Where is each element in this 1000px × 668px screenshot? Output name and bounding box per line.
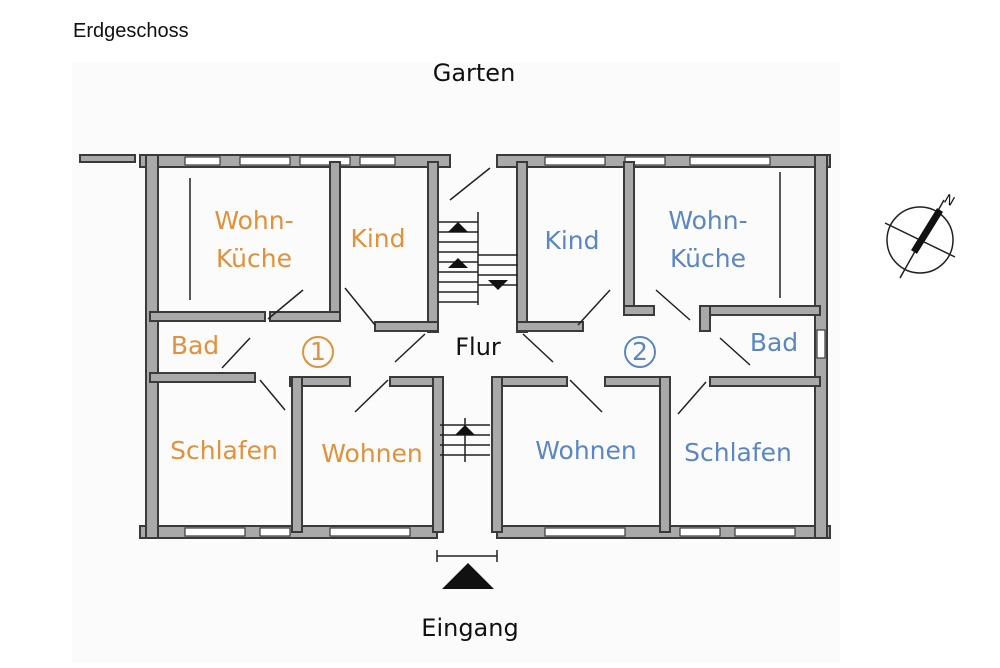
wall-stub-left xyxy=(79,154,136,163)
entrance-marker xyxy=(436,550,498,589)
compass-north-label: N xyxy=(941,192,957,210)
door xyxy=(221,337,251,369)
room-wohnkueche-1-line2: Küche xyxy=(216,244,292,273)
wall xyxy=(659,376,671,533)
windows xyxy=(184,156,826,537)
window xyxy=(184,527,246,537)
window xyxy=(679,527,721,537)
unit-1-number: 1 xyxy=(310,337,326,366)
wall xyxy=(623,305,655,316)
door xyxy=(344,287,376,326)
unit-2-badge xyxy=(624,336,656,368)
wall xyxy=(149,372,256,383)
window xyxy=(359,156,396,166)
room-wohnkueche-1-line1: Wohn- xyxy=(214,206,293,235)
room-wohnkueche-2-line1: Wohn- xyxy=(668,206,747,235)
stair-up-arrow-icon xyxy=(448,258,468,268)
wall xyxy=(516,161,528,333)
wall xyxy=(699,305,711,332)
unit-1: 1 Wohn- Küche Kind Bad Schlafen Wohnen xyxy=(170,206,423,468)
door xyxy=(577,289,611,326)
wall xyxy=(623,161,635,315)
door xyxy=(522,333,554,363)
unit-2: 2 Wohn- Küche Kind Bad Schlafen Wohnen xyxy=(535,206,798,467)
window xyxy=(544,156,606,166)
wall xyxy=(709,376,821,387)
wall xyxy=(699,305,821,316)
wall xyxy=(269,311,341,322)
page-title: Erdgeschoss xyxy=(73,20,189,42)
wall xyxy=(491,376,503,533)
wall-left xyxy=(145,154,159,539)
wall xyxy=(329,161,341,321)
window xyxy=(259,527,291,537)
wall xyxy=(427,161,439,333)
window xyxy=(544,527,626,537)
hall-label: Flur xyxy=(455,333,501,361)
interior-walls xyxy=(149,161,821,533)
staircase xyxy=(438,212,518,462)
stair-down-arrow-icon xyxy=(488,280,508,290)
doors xyxy=(189,167,781,415)
stair-up-arrow-icon xyxy=(455,425,475,435)
room-schlafen-1: Schlafen xyxy=(170,436,278,465)
window xyxy=(816,329,826,359)
entrance-arrow-icon xyxy=(442,563,494,589)
door xyxy=(259,379,286,411)
room-bad-1: Bad xyxy=(171,331,219,360)
window xyxy=(689,156,771,166)
door xyxy=(267,289,304,320)
door xyxy=(655,289,691,321)
garden-label: Garten xyxy=(433,59,516,87)
entrance-label: Eingang xyxy=(421,614,518,642)
room-bad-2: Bad xyxy=(750,328,798,357)
door xyxy=(719,337,751,366)
door xyxy=(354,379,389,413)
wall xyxy=(291,376,303,533)
wall xyxy=(604,376,669,387)
stair-up-arrow-icon xyxy=(448,222,468,232)
door xyxy=(449,167,491,201)
compass-icon: N xyxy=(884,192,957,279)
room-wohnkueche-2-line2: Küche xyxy=(670,244,746,273)
wall xyxy=(289,376,351,387)
door xyxy=(677,381,707,415)
window xyxy=(734,527,796,537)
room-schlafen-2: Schlafen xyxy=(684,438,792,467)
unit-2-number: 2 xyxy=(632,337,648,366)
window xyxy=(329,527,411,537)
door xyxy=(569,379,603,413)
window xyxy=(184,156,221,166)
room-wohnen-1: Wohnen xyxy=(321,439,422,468)
room-wohnen-2: Wohnen xyxy=(535,436,636,465)
wall xyxy=(374,321,439,332)
wall xyxy=(516,321,584,332)
window xyxy=(239,156,291,166)
wall xyxy=(149,311,266,322)
unit-1-badge xyxy=(302,336,334,368)
door xyxy=(394,333,426,363)
room-kind-2: Kind xyxy=(544,226,599,255)
window xyxy=(299,156,351,166)
room-kind-1: Kind xyxy=(350,224,405,253)
wall xyxy=(496,376,568,387)
